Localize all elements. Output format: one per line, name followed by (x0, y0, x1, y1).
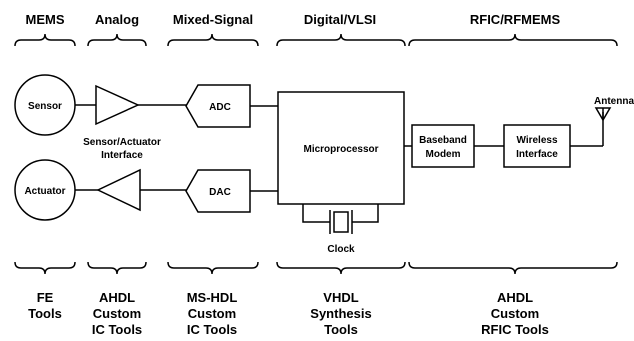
wireless-interface-block (503, 124, 571, 168)
tools-analog-line2: Custom (93, 306, 141, 321)
interface-label-line1: Sensor/Actuator (83, 137, 161, 148)
microprocessor-label: Microprocessor (303, 144, 378, 155)
tools-digital: VHDL Synthesis Tools (310, 290, 371, 337)
bottom-brace-mixed-signal (167, 261, 259, 275)
tools-mems: FE Tools (28, 290, 62, 321)
clock-label: Clock (327, 244, 355, 255)
tools-analog-line3: IC Tools (92, 322, 142, 337)
tools-rf-line2: Custom (491, 306, 539, 321)
baseband-label-line2: Modem (426, 149, 461, 160)
tools-mems-line1: FE (37, 290, 54, 305)
top-brace-analog (87, 33, 147, 47)
adc-block (185, 84, 251, 128)
tools-digital-line2: Synthesis (310, 306, 371, 321)
header-digital-vlsi: Digital/VLSI (304, 12, 376, 27)
tools-mixed-signal-line1: MS-HDL (187, 290, 238, 305)
tools-rf: AHDL Custom RFIC Tools (481, 290, 549, 337)
tools-analog-line1: AHDL (99, 290, 135, 305)
tools-mixed-signal-line2: Custom (188, 306, 236, 321)
interface-label-line2: Interface (101, 150, 143, 161)
top-braces (14, 33, 618, 47)
clock-crystal (302, 204, 379, 234)
wireless-label-line2: Interface (516, 149, 558, 160)
header-mixed-signal: Mixed-Signal (173, 12, 253, 27)
tools-rf-line3: RFIC Tools (481, 322, 549, 337)
tools-digital-line3: Tools (324, 322, 358, 337)
dac-block (185, 169, 251, 213)
tools-mixed-signal: MS-HDL Custom IC Tools (187, 290, 238, 337)
antenna-icon (594, 107, 612, 146)
sensor-amplifier-triangle (95, 84, 140, 126)
actuator-label: Actuator (24, 186, 65, 197)
tools-rf-line1: AHDL (497, 290, 533, 305)
tools-mixed-signal-line3: IC Tools (187, 322, 237, 337)
connections (75, 104, 603, 192)
bottom-braces (14, 261, 618, 275)
actuator-amplifier-triangle (96, 168, 141, 212)
bottom-brace-digital (276, 261, 406, 275)
header-mems: MEMS (26, 12, 65, 27)
antenna-label: Antenna (594, 96, 634, 107)
tools-analog: AHDL Custom IC Tools (92, 290, 142, 337)
bottom-brace-mems (14, 261, 76, 275)
tools-mems-line2: Tools (28, 306, 62, 321)
dac-label: DAC (209, 187, 231, 198)
top-brace-digital (276, 33, 406, 47)
baseband-label-line1: Baseband (419, 135, 467, 146)
baseband-modem-block (411, 124, 475, 168)
top-brace-mems (14, 33, 76, 47)
bottom-brace-analog (87, 261, 147, 275)
sensor-label: Sensor (28, 101, 62, 112)
bottom-brace-rf (408, 261, 618, 275)
top-brace-mixed-signal (167, 33, 259, 47)
header-analog: Analog (95, 12, 139, 27)
top-brace-rf (408, 33, 618, 47)
wireless-label-line1: Wireless (516, 135, 557, 146)
microprocessor-block (277, 91, 405, 205)
adc-label: ADC (209, 102, 231, 113)
header-rfic-rfmems: RFIC/RFMEMS (470, 12, 561, 27)
tools-digital-line1: VHDL (323, 290, 358, 305)
